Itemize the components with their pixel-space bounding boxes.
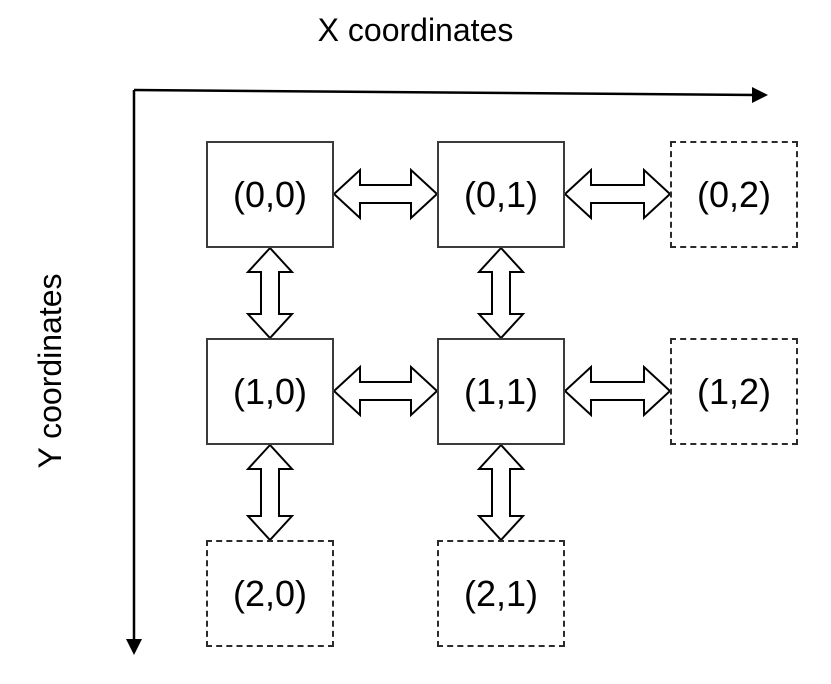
double-arrow-icon-h-1-0-to-1-1 [332, 364, 439, 418]
grid-cell-0-0[interactable]: (0,0) [206, 141, 334, 248]
grid-cell-label: (2,1) [463, 572, 539, 614]
grid-cell-1-2[interactable]: (1,2) [670, 338, 798, 445]
grid-cell-2-1[interactable]: (2,1) [437, 540, 565, 647]
grid-cell-label: (1,1) [463, 370, 539, 412]
x-axis-title: X coordinates [317, 12, 514, 48]
grid-cell-2-0[interactable]: (2,0) [206, 540, 334, 647]
grid-cell-label: (1,2) [696, 370, 772, 412]
grid-cell-label: (0,1) [463, 173, 539, 215]
x-axis-line [133, 88, 757, 97]
double-arrow-icon-h-0-0-to-0-1 [332, 167, 439, 221]
grid-cell-label: (0,0) [232, 173, 308, 215]
y-axis-arrowhead-icon [126, 639, 142, 655]
grid-cell-1-1[interactable]: (1,1) [437, 338, 565, 445]
x-axis-arrowhead-icon [752, 87, 768, 103]
grid-cell-label: (2,0) [232, 572, 308, 614]
double-arrow-icon-v-1-0-to-2-0 [245, 443, 295, 542]
grid-cell-1-0[interactable]: (1,0) [206, 338, 334, 445]
double-arrow-icon-v-0-1-to-1-1 [476, 246, 526, 340]
grid-cell-0-2[interactable]: (0,2) [670, 141, 798, 248]
double-arrow-icon-h-1-1-to-1-2 [563, 364, 672, 418]
double-arrow-icon-v-0-0-to-1-0 [245, 246, 295, 340]
double-arrow-icon-h-0-1-to-0-2 [563, 167, 672, 221]
grid-cell-label: (0,2) [696, 173, 772, 215]
y-axis-title: Y coordinates [32, 273, 68, 469]
grid-cell-label: (1,0) [232, 370, 308, 412]
grid-cell-0-1[interactable]: (0,1) [437, 141, 565, 248]
double-arrow-icon-v-1-1-to-2-1 [476, 443, 526, 542]
